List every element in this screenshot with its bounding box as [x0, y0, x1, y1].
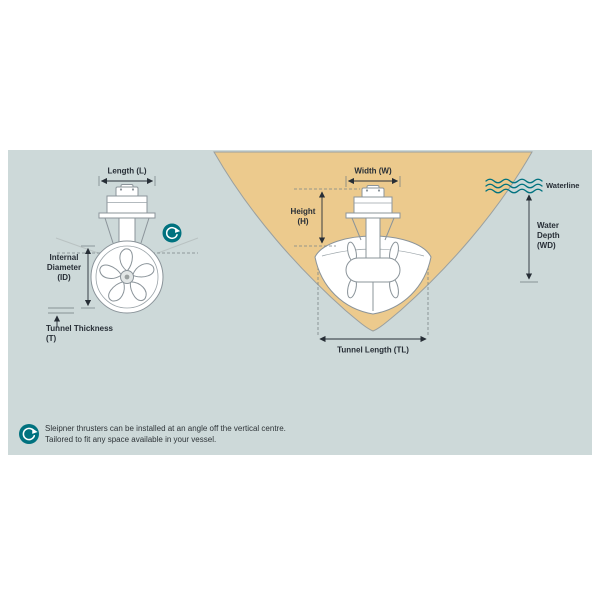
motor-side-view — [98, 184, 156, 245]
note-line1: Sleipner thrusters can be installed at a… — [45, 424, 286, 433]
note-line2: Tailored to fit any space available in y… — [45, 435, 216, 444]
rotation-icon — [161, 222, 183, 244]
motor-body — [106, 195, 148, 214]
thruster-front-view — [345, 185, 401, 311]
dimension-internal-diameter: Internal Diameter (ID) — [47, 245, 95, 309]
tunnel-inner-circle — [95, 245, 159, 309]
width-label: Width (W) — [354, 167, 392, 176]
bolt — [131, 188, 135, 191]
dimension-tunnel-length: Tunnel Length (TL) — [319, 335, 427, 355]
motor-body — [353, 196, 393, 214]
mount-flange — [345, 212, 401, 219]
height-label-line2: (H) — [297, 217, 308, 226]
water-depth-label-line2: Depth — [537, 231, 560, 240]
dimension-tunnel-thickness: Tunnel Thickness (T) — [46, 307, 114, 343]
dimension-width: Width (W) — [345, 167, 401, 187]
bracket-leg — [104, 217, 114, 244]
bolt — [365, 189, 369, 192]
drive-stem — [365, 217, 381, 263]
bracket-leg — [384, 217, 395, 241]
waterline-label: Waterline — [546, 181, 579, 190]
hull-cross-section: Width (W) Height (H) Waterline Water Dep… — [213, 151, 579, 355]
dimension-height: Height (H) — [291, 188, 360, 247]
propeller — [99, 248, 155, 302]
drive-stem — [118, 217, 136, 245]
id-label-line2: Diameter — [47, 263, 81, 272]
motor-top-box — [361, 187, 385, 198]
bracket-leg — [140, 217, 150, 244]
faint-hull-line-right — [157, 237, 199, 254]
propeller-hub-center — [124, 274, 130, 280]
bolt — [377, 189, 381, 192]
dimension-length: Length (L) — [98, 167, 156, 186]
dimension-water-depth: Water Depth (WD) — [520, 194, 560, 283]
water-depth-label-line3: (WD) — [537, 241, 556, 250]
id-label-line1: Internal — [50, 253, 79, 262]
id-label-line3: (ID) — [57, 273, 71, 282]
waterline-icon — [485, 178, 543, 194]
bolt — [119, 188, 123, 191]
length-label: Length (L) — [107, 167, 146, 176]
tunnel-length-label: Tunnel Length (TL) — [337, 346, 409, 355]
mount-flange — [98, 212, 156, 219]
tunnel-thickness-label-line1: Tunnel Thickness — [46, 324, 114, 333]
bracket-leg — [351, 217, 362, 241]
rotation-icon — [18, 423, 40, 445]
motor-top-box — [115, 186, 139, 197]
note-block: Sleipner thrusters can be installed at a… — [18, 423, 286, 445]
thruster-side-view: Length (L) — [46, 167, 199, 343]
water-depth-label-line1: Water — [537, 221, 559, 230]
tunnel-thickness-label-line2: (T) — [46, 334, 57, 343]
tunnel-end-view — [90, 240, 164, 314]
height-label-line1: Height — [291, 207, 316, 216]
gear-housing — [345, 257, 401, 283]
